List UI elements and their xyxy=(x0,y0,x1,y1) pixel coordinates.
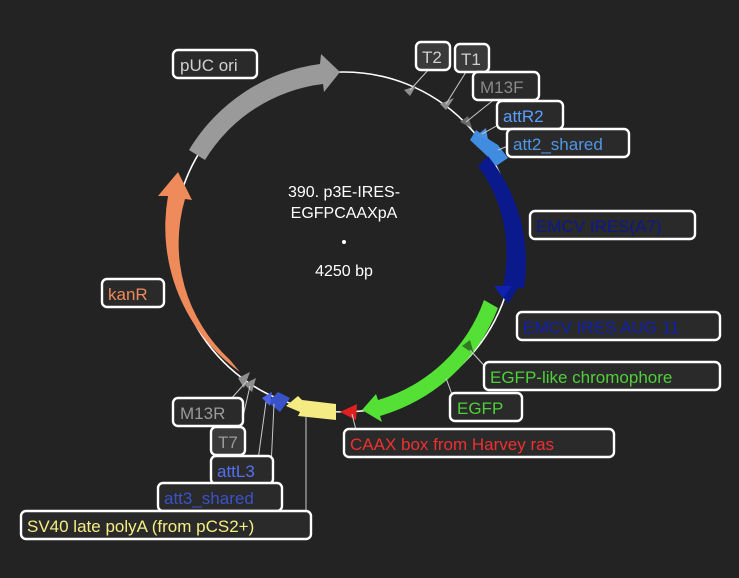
feature-arc-att2-shared[interactable] xyxy=(470,130,508,166)
label-puc-ori[interactable]: pUC ori xyxy=(171,48,259,80)
label-text: M13R xyxy=(180,404,225,423)
center-dot xyxy=(342,240,346,244)
feature-arc-sv40[interactable] xyxy=(286,396,336,420)
label-egfp[interactable]: EGFP xyxy=(448,391,524,423)
feature-marker-t2[interactable] xyxy=(404,86,416,96)
label-caax[interactable]: CAAX box from Harvey ras xyxy=(342,427,616,459)
label-text: CAAX box from Harvey ras xyxy=(350,435,554,454)
label-att2-shared[interactable]: att2_shared xyxy=(505,127,631,159)
label-attl3[interactable]: attL3 xyxy=(209,454,275,486)
label-att3-shared[interactable]: att3_shared xyxy=(156,481,284,513)
label-m13r[interactable]: M13R xyxy=(171,396,245,428)
label-text: EMCV IRES(A7) xyxy=(536,217,662,236)
label-text: EMCV IRES AUG 11 xyxy=(523,318,680,337)
plasmid-name-line2: EGFPCAAXpA xyxy=(291,205,398,222)
label-sv40[interactable]: SV40 late polyA (from pCS2+) xyxy=(19,509,313,541)
feature-arc-kanr[interactable] xyxy=(158,172,240,372)
label-text: EGFP-like chromophore xyxy=(490,368,672,387)
feature-arc-emcv-ires[interactable] xyxy=(478,156,526,304)
label-text: kanR xyxy=(108,285,148,304)
feature-marker-t7[interactable] xyxy=(244,378,256,392)
leader-line xyxy=(351,413,357,431)
label-m13f[interactable]: M13F xyxy=(471,70,541,102)
label-text: attR2 xyxy=(503,107,544,126)
plasmid-size: 4250 bp xyxy=(315,263,373,280)
label-t2[interactable]: T2 xyxy=(414,40,452,72)
leader-line xyxy=(445,71,467,105)
label-text: M13F xyxy=(480,78,523,97)
leader-line xyxy=(465,97,497,123)
label-text: T1 xyxy=(461,50,481,69)
label-text: att3_shared xyxy=(164,489,254,508)
feature-arc-caax[interactable] xyxy=(340,404,357,420)
label-egfp-chromophore[interactable]: EGFP-like chromophore xyxy=(482,360,722,392)
label-text: attL3 xyxy=(217,462,255,481)
label-text: EGFP xyxy=(457,399,503,418)
feature-arc-att3-shared[interactable] xyxy=(268,392,290,412)
leader-line xyxy=(409,67,431,91)
label-text: SV40 late polyA (from pCS2+) xyxy=(27,517,254,536)
plasmid-name-line1: 390. p3E-IRES- xyxy=(288,184,400,201)
label-text: att2_shared xyxy=(513,135,603,154)
label-emcv-ires[interactable]: EMCV IRES(A7) xyxy=(528,209,697,241)
label-text: T2 xyxy=(422,48,442,67)
label-kanr[interactable]: kanR xyxy=(100,277,166,309)
label-text: pUC ori xyxy=(180,56,238,75)
label-text: T7 xyxy=(218,433,238,452)
feature-arc-egfp[interactable] xyxy=(362,300,498,422)
feature-marker-emcv-aug[interactable] xyxy=(494,286,512,298)
feature-arc-puc-ori[interactable] xyxy=(189,54,340,160)
leader-line xyxy=(257,401,267,461)
label-attr2[interactable]: attR2 xyxy=(495,99,565,131)
feature-marker-m13r[interactable] xyxy=(238,372,250,388)
label-emcv-aug[interactable]: EMCV IRES AUG 11 xyxy=(515,310,722,342)
label-t7[interactable]: T7 xyxy=(209,425,247,457)
feature-marker-attl3[interactable] xyxy=(262,392,272,406)
feature-marker-t1[interactable] xyxy=(440,98,454,110)
label-t1[interactable]: T1 xyxy=(453,42,491,74)
